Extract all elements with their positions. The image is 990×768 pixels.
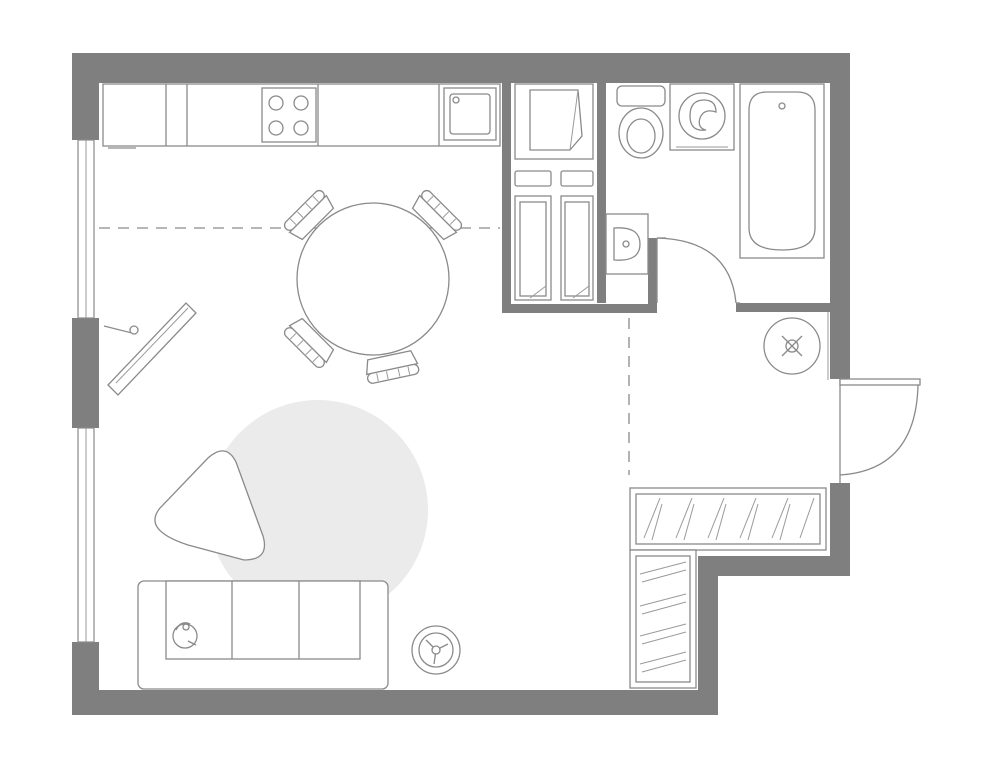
dining-chair <box>411 189 463 241</box>
hallway-wardrobe <box>629 487 827 689</box>
kitchen-counter <box>102 83 501 149</box>
bathroom <box>605 83 825 275</box>
wardrobe-wall-bottom <box>502 304 652 313</box>
bathroom-door <box>656 237 740 304</box>
dining-set <box>283 189 463 384</box>
floor-lamp-icon <box>411 625 461 675</box>
round-rug <box>208 400 428 620</box>
bath-wall-bottom <box>736 303 830 312</box>
coffee-table <box>154 450 266 561</box>
wall-right-top <box>830 53 850 379</box>
ceiling-light-icon <box>763 312 829 380</box>
toilet-icon <box>616 85 666 159</box>
entrance-door <box>839 378 921 483</box>
washing-machine-icon <box>669 83 735 151</box>
storage-closet <box>514 83 594 301</box>
wall-top <box>72 53 850 83</box>
sofa <box>137 580 389 690</box>
wall-step-horizontal <box>698 556 850 576</box>
washing-machine-box <box>514 83 594 160</box>
dining-chair <box>283 189 335 241</box>
wardrobe-wall-right <box>597 80 606 303</box>
windows <box>77 139 95 643</box>
bathtub-icon <box>739 83 825 259</box>
dining-chair <box>365 349 420 384</box>
kitchen-sink-icon <box>443 87 497 141</box>
dining-chair <box>283 317 335 369</box>
shelf-left <box>514 195 552 301</box>
exterior-walls <box>72 53 850 715</box>
wall-step-vertical <box>698 556 718 715</box>
dining-table <box>296 202 450 356</box>
bath-wall-left <box>648 238 657 313</box>
wall-left-middle <box>72 318 99 428</box>
interior-walls <box>502 80 830 313</box>
wall-right-lower <box>830 483 850 576</box>
stove-icon <box>261 87 317 143</box>
wardrobe-wall-left <box>502 80 511 312</box>
wall-left-top <box>72 53 99 140</box>
shelf-right <box>560 195 594 301</box>
door-leaf <box>839 378 921 386</box>
wall-bottom <box>72 690 718 715</box>
bathroom-sink-icon <box>605 213 649 275</box>
pet-icon <box>172 622 198 649</box>
tv-icon <box>103 302 197 396</box>
